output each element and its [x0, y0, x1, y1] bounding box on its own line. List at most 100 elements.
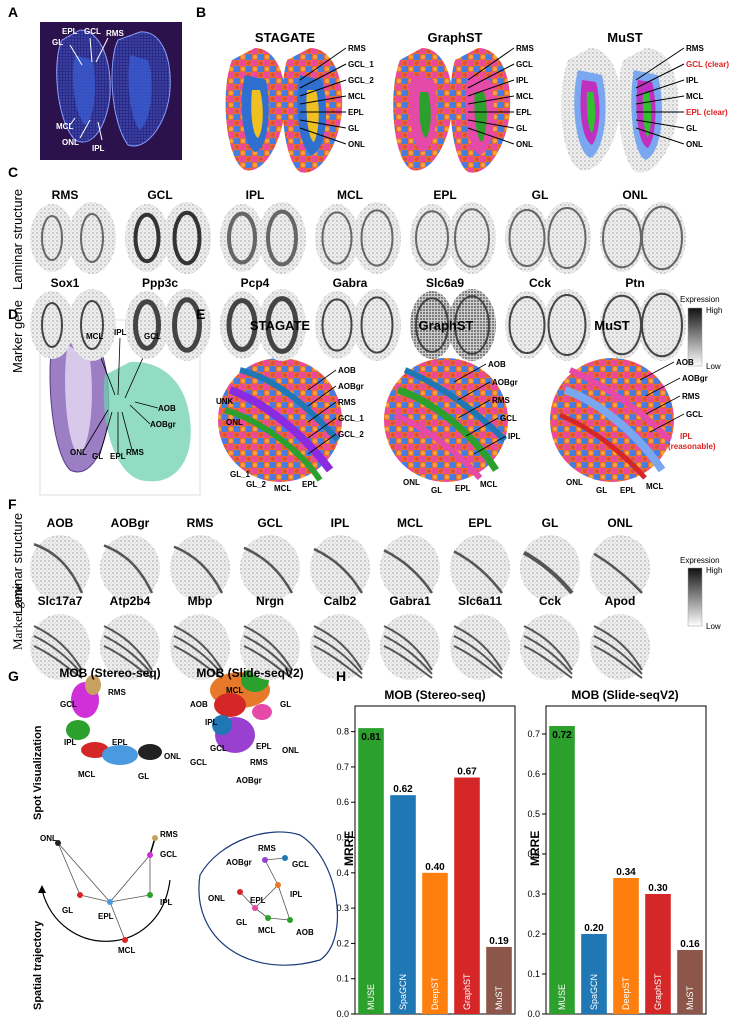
f-layer-map-8 [590, 535, 650, 601]
b-leader-line [635, 95, 685, 105]
f-gene-title-6: Slc6a11 [457, 594, 503, 608]
c-layer-title-3: MCL [337, 188, 363, 202]
g-umap2-label-5: EPL [256, 742, 272, 751]
f-gene-map-3 [240, 614, 300, 680]
d-label-4: AOBgr [150, 420, 176, 429]
b-stagate-label-2: GCL_2 [348, 76, 374, 85]
g-traj1-label-3: GL [62, 906, 74, 915]
f-legend-high: High [706, 566, 723, 575]
f-gene-map-8 [590, 614, 650, 680]
f-layer-title-4: IPL [330, 516, 350, 530]
g-row-spot: Spot Visualization [32, 725, 44, 820]
b-must-label-4: EPL (clear) [686, 108, 728, 117]
f-gene-map-7 [520, 614, 580, 680]
h-ytick-label-1-6: 0.6 [527, 769, 540, 779]
h-bar-1-3 [645, 894, 671, 1014]
d-leader-line [117, 337, 121, 396]
a-label-mcl: MCL [56, 122, 74, 131]
f-legend-title: Expression [680, 556, 720, 565]
b-leader-line [467, 47, 515, 81]
d-label-0: MCL [86, 332, 104, 341]
e-must-label-9: MCL [646, 482, 664, 491]
c-layer-title-2: IPL [245, 188, 265, 202]
h-ytick-label-1-2: 0.2 [527, 929, 540, 939]
b-leader-line [299, 119, 347, 129]
e-must-label-5: (reasonable) [668, 442, 716, 451]
h-ytick-label-1-0: 0.0 [527, 1009, 540, 1019]
f-gene-title-2: Mbp [187, 594, 213, 608]
panel-label-b: B [196, 4, 207, 20]
e-leader-line [307, 385, 337, 407]
g-umap1-label-1: GCL [60, 700, 77, 709]
f-layer-title-5: MCL [397, 516, 423, 530]
b-stagate-label-4: EPL [348, 108, 364, 117]
e-leader-line [645, 377, 681, 397]
panel-label-h: H [336, 668, 347, 684]
h-ytick-label-0-6: 0.6 [336, 797, 349, 807]
h-ytick-label-0-0: 0.0 [336, 1009, 349, 1019]
g-row-traj: Spatial trajectory [32, 920, 44, 1010]
e-stagate-label-8: GL_2 [246, 480, 267, 489]
h-value-label-0-1: 0.62 [393, 784, 413, 795]
f-gene-map-4 [310, 614, 370, 680]
h-category-label-1-3: GraphST [653, 973, 663, 1010]
h-value-label-1-2: 0.34 [616, 867, 636, 878]
e-stagate-label-1: AOBgr [338, 382, 364, 391]
h-category-label-0-1: SpaGCN [398, 974, 408, 1010]
h-category-label-1-2: DeepST [621, 976, 631, 1010]
g-traj2-label-6: GL [236, 918, 248, 927]
c-legend-title: Expression [680, 295, 720, 304]
c-legend-bar [687, 307, 703, 367]
d-leader-line [129, 404, 151, 425]
c-gene-title-1: Ppp3c [141, 276, 178, 290]
h-title-slide: MOB (Slide-seqV2) [571, 688, 679, 702]
b-leader-line [467, 119, 515, 129]
c-gene-map-0 [30, 289, 116, 361]
g-traj2-label-5: IPL [290, 890, 303, 899]
f-gene-title-4: Calb2 [323, 594, 357, 608]
g-traj1-label-1: RMS [160, 830, 178, 839]
e-stagate-label-6: ONL [226, 418, 243, 427]
c-legend-high: High [706, 306, 723, 315]
f-layer-map-5 [380, 535, 440, 601]
e-leader-line [639, 361, 675, 381]
c-gene-map-1 [125, 289, 211, 361]
f-layer-title-3: GCL [257, 516, 283, 530]
b-graphst-label-0: RMS [516, 44, 534, 53]
c-layer-map-0 [30, 202, 116, 274]
f-layer-title-6: EPL [468, 516, 492, 530]
h-category-label-0-4: MuST [494, 985, 504, 1010]
f-gene-title-8: Apod [604, 594, 636, 608]
g-umap1-label-3: EPL [112, 738, 128, 747]
e-title-must: MuST [594, 318, 630, 333]
b-leader-line [299, 79, 347, 97]
e-stagate-label-0: AOB [338, 366, 356, 375]
g-umap2-label-7: GCL [190, 758, 207, 767]
h-bar-0-3 [454, 777, 480, 1014]
panel-b-stagate [225, 48, 343, 173]
c-layer-map-1 [125, 202, 211, 274]
h-ytick-label-0-7: 0.7 [336, 762, 349, 772]
e-graphst-label-3: GCL [500, 414, 517, 423]
panel-e-stagate [218, 358, 342, 482]
c-legend-low: Low [706, 362, 721, 371]
e-graphst-label-7: EPL [455, 484, 471, 493]
c-gene-title-2: Pcp4 [240, 276, 270, 290]
panel-label-f: F [8, 496, 17, 512]
g-umap2-label-2: GL [280, 700, 292, 709]
b-leader-line [467, 79, 515, 97]
g-traj2-label-3: ONL [208, 894, 225, 903]
trajectory-slide-nodes [237, 855, 293, 923]
d-leader-line [99, 411, 113, 455]
f-layer-title-8: ONL [607, 516, 633, 530]
panel-label-e: E [196, 306, 206, 322]
b-must-label-0: RMS [686, 44, 704, 53]
g-umap2-label-1: AOB [190, 700, 208, 709]
f-layer-map-0 [30, 535, 90, 601]
h-ytick-label-0-3: 0.3 [336, 903, 349, 913]
e-leader-line [307, 369, 337, 391]
b-title-graphst: GraphST [427, 30, 483, 45]
b-stagate-label-1: GCL_1 [348, 60, 374, 69]
g-umap1-label-5: MCL [78, 770, 96, 779]
